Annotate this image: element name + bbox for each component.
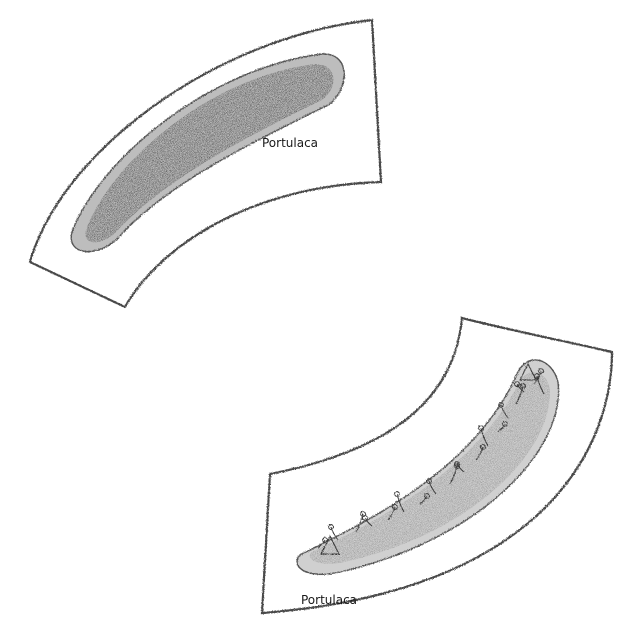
planter-bottom: [262, 318, 612, 613]
planter-top: [30, 20, 381, 307]
label-portulaca-bottom: Portulaca: [301, 593, 357, 607]
label-portulaca-top: Portulaca: [262, 136, 318, 150]
